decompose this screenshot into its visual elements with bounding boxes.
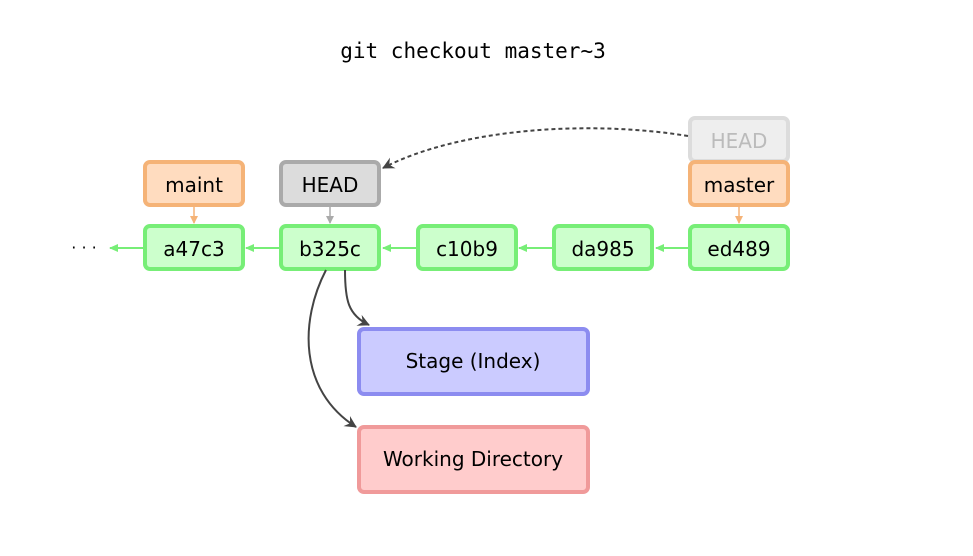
commit-a47c3: a47c3 [143, 224, 245, 271]
commit-label: c10b9 [436, 237, 498, 261]
branch-label: master [704, 173, 775, 197]
branch-label: maint [165, 173, 223, 197]
commit-label: b325c [299, 237, 361, 261]
head-ref: HEAD [279, 160, 381, 207]
history-ellipsis: · · · [71, 238, 96, 257]
commit-label: da985 [571, 237, 634, 261]
checkout-to-stage-arrow [344, 269, 370, 326]
commit-b325c: b325c [279, 224, 381, 271]
stage-label: Stage (Index) [406, 349, 541, 373]
branch-master: master [688, 160, 790, 207]
commit-da985: da985 [552, 224, 654, 271]
command-title: git checkout master~3 [340, 39, 606, 63]
commit-label: a47c3 [163, 237, 224, 261]
head-label: HEAD [302, 173, 359, 197]
commit-label: ed489 [707, 237, 770, 261]
head-move-arrow [382, 127, 689, 169]
commit-c10b9: c10b9 [416, 224, 518, 271]
checkout-to-working-arrow [307, 269, 357, 428]
working-directory-area: Working Directory [357, 425, 590, 494]
old-head-ref: HEAD [688, 116, 790, 163]
branch-maint: maint [143, 160, 245, 207]
old-head-label: HEAD [711, 129, 768, 153]
working-label: Working Directory [383, 447, 563, 471]
stage-index-area: Stage (Index) [357, 327, 590, 396]
commit-ed489: ed489 [688, 224, 790, 271]
